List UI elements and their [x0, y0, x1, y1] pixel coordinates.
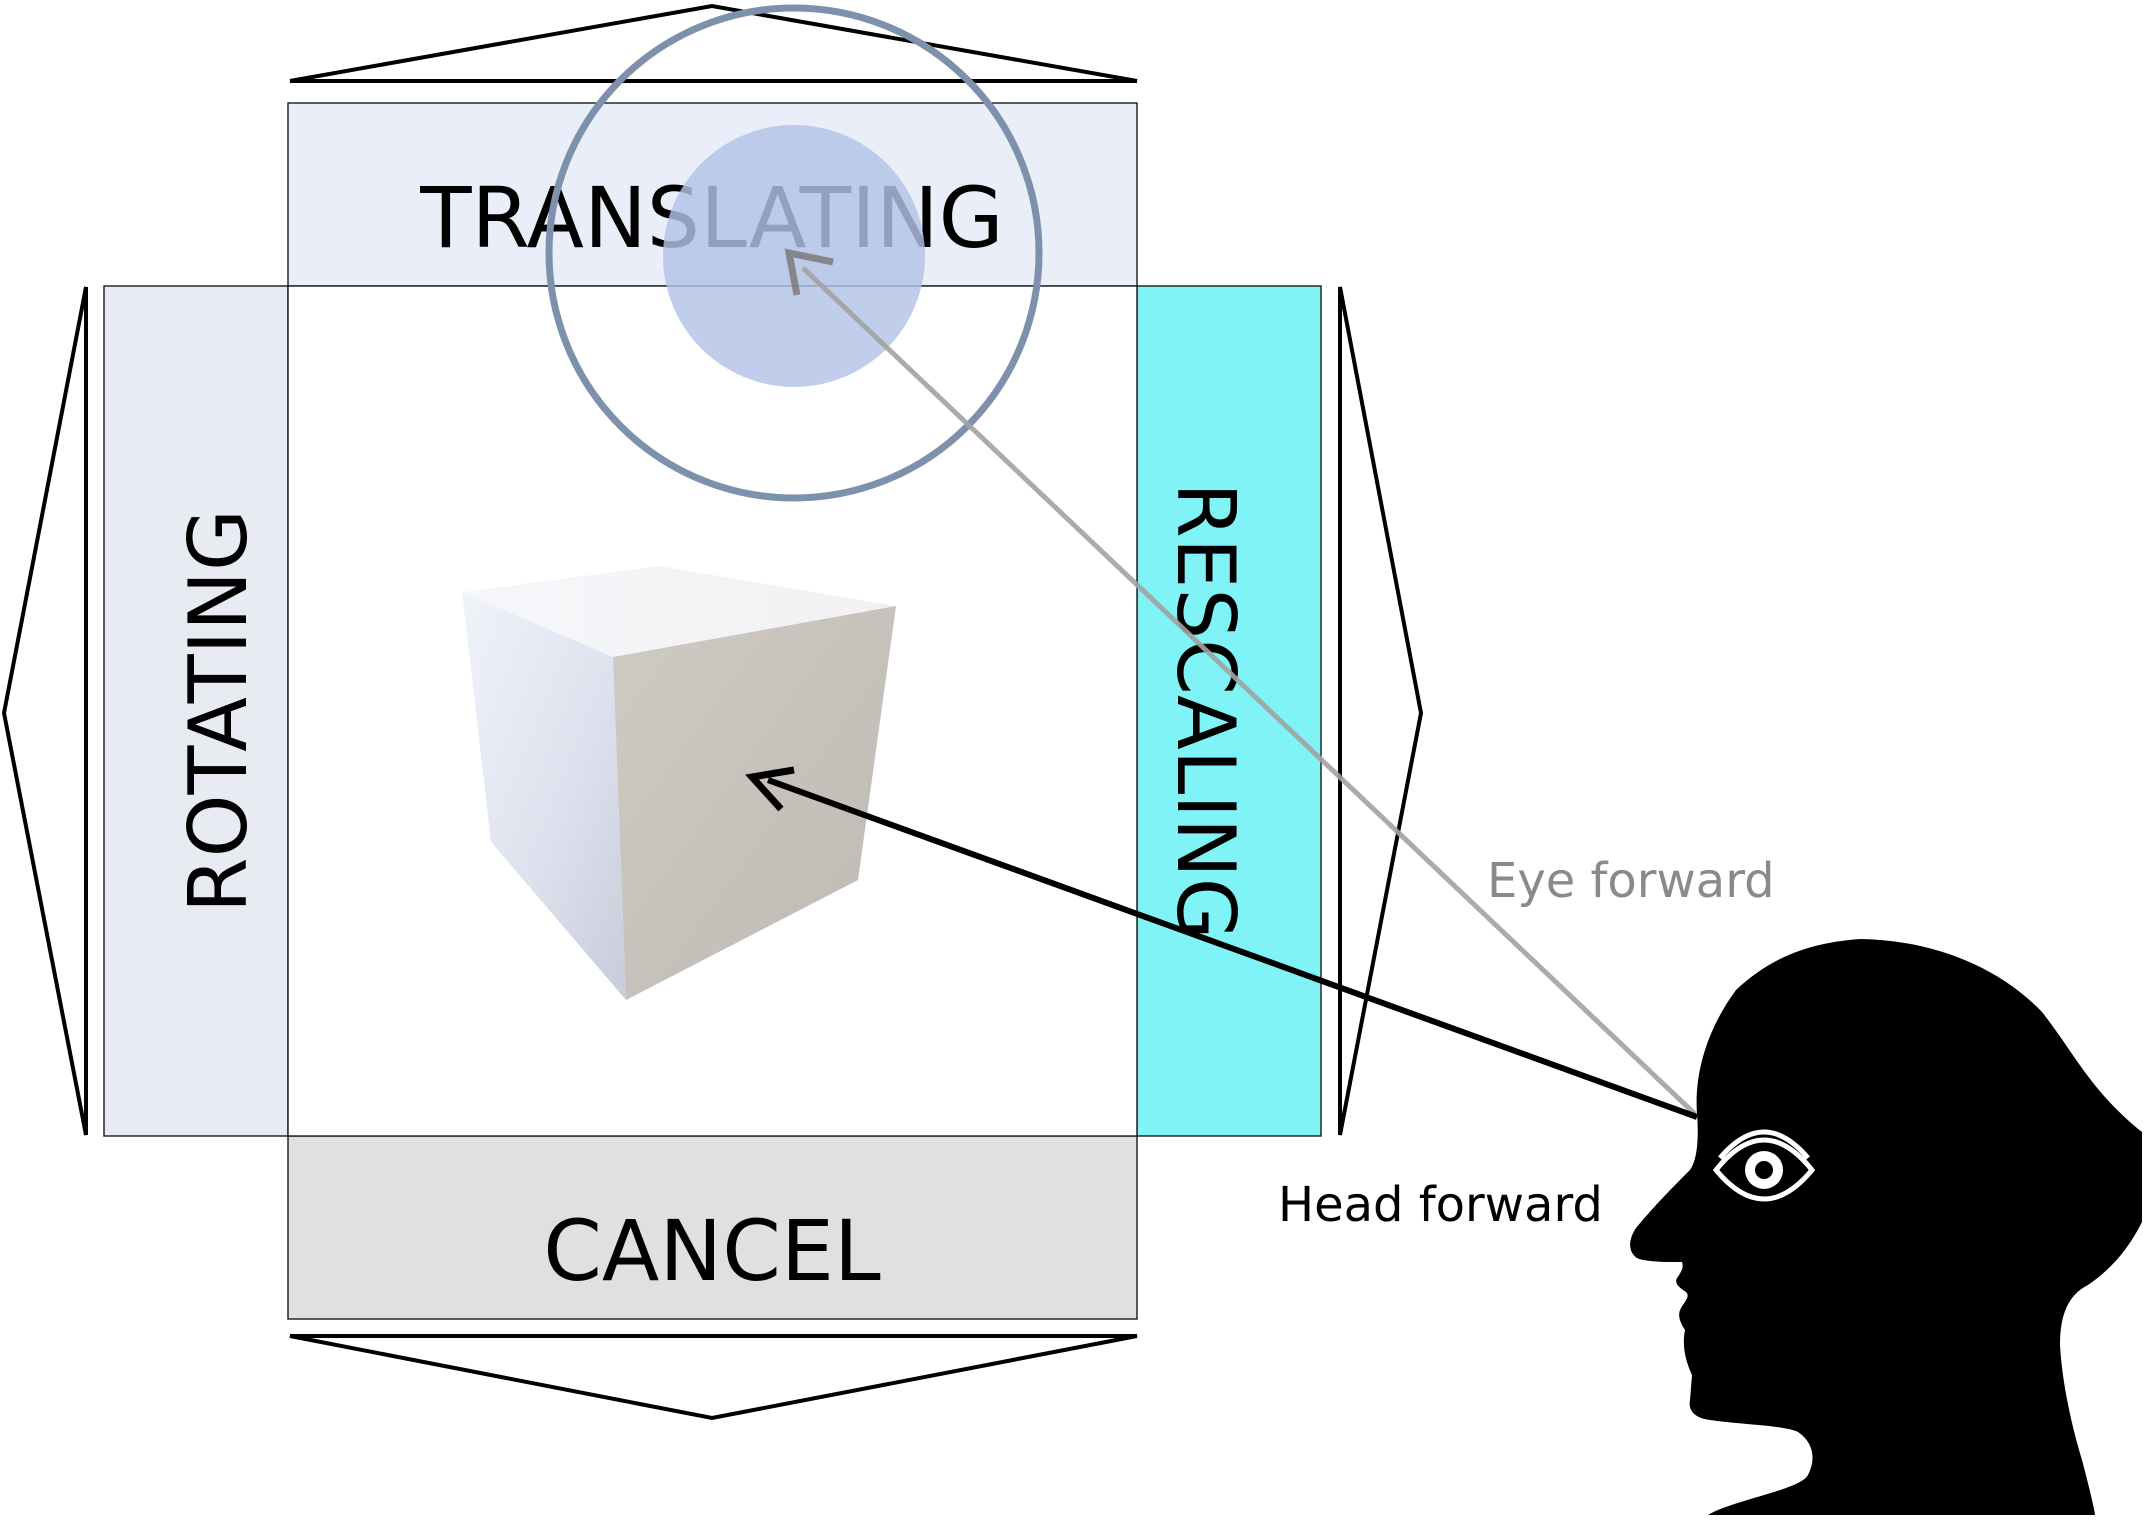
- top-chevron-frame: [289, 3, 1138, 83]
- eye-icon-pupil: [1755, 1161, 1773, 1179]
- head-forward-caption: Head forward: [1278, 1177, 1603, 1233]
- eye-forward-caption: Eye forward: [1487, 853, 1775, 909]
- head-forward-ray: [766, 777, 1699, 1120]
- cube-icon[interactable]: [462, 566, 896, 1000]
- cube-top-face: [462, 566, 896, 657]
- gaze-cursor-ring: [545, 4, 1043, 502]
- eye-forward-ray: [801, 266, 1697, 1116]
- bottom-chevron-frame: [289, 1334, 1138, 1421]
- rescaling-label: RESCALING: [1159, 482, 1252, 940]
- eye-icon-lash: [1718, 1129, 1810, 1160]
- cancel-panel[interactable]: [287, 1135, 1138, 1320]
- cube-right-face: [613, 606, 896, 1000]
- rescaling-panel[interactable]: [1136, 285, 1322, 1137]
- right-chevron-frame: [1338, 286, 1424, 1136]
- left-chevron-frame: [1, 286, 88, 1136]
- head-forward-arrowhead: [745, 766, 795, 812]
- rotating-panel[interactable]: [103, 285, 289, 1137]
- eye-icon: [1712, 1129, 1816, 1202]
- eye-forward-arrowhead: [784, 248, 834, 296]
- head-silhouette-icon: [1630, 939, 2142, 1515]
- cube-left-face: [462, 592, 626, 1000]
- cancel-label: CANCEL: [543, 1202, 881, 1300]
- rotating-label: ROTATING: [172, 509, 265, 913]
- eye-icon-outline: [1712, 1137, 1816, 1202]
